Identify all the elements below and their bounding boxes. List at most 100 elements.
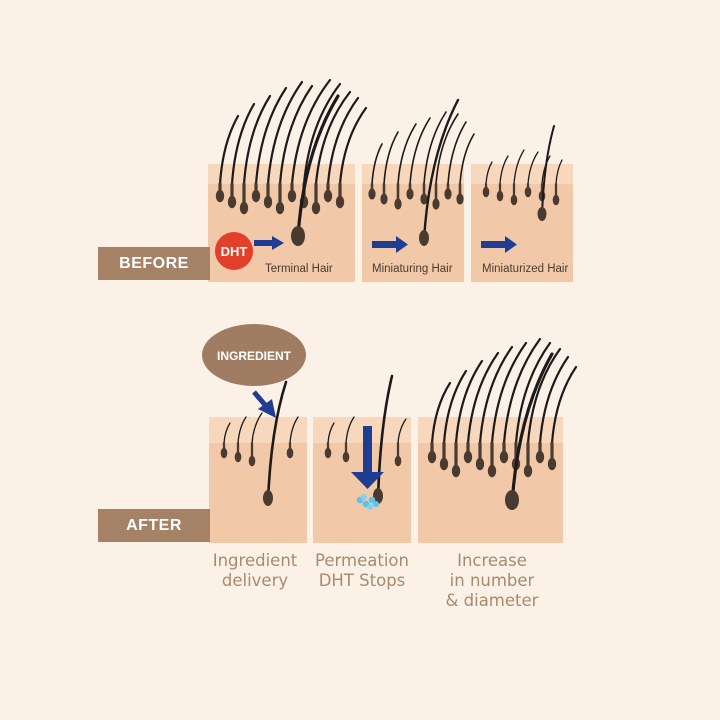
hair-follicle	[456, 193, 464, 205]
hair-follicle	[496, 190, 504, 202]
hair-strand	[251, 412, 263, 444]
hair-follicle	[311, 201, 321, 215]
hair-follicle	[432, 198, 440, 210]
hair-strand	[435, 113, 459, 185]
serum-droplets-icon	[356, 494, 379, 510]
arrow-right-icon	[372, 236, 408, 253]
hair-follicle	[394, 455, 402, 467]
caption-line: DHT Stops	[318, 571, 406, 590]
hair-strand	[223, 422, 231, 444]
hair-strand	[326, 96, 360, 186]
hair-strand	[459, 133, 475, 185]
hair-follicle	[482, 186, 490, 198]
hair-follicle	[323, 189, 333, 203]
hair-strands	[215, 78, 578, 510]
hair-strand	[371, 143, 383, 185]
hair-follicle	[547, 457, 557, 471]
hair-follicle	[406, 188, 414, 200]
arrow-right-icon	[481, 236, 517, 253]
hair-strand	[383, 131, 399, 185]
hair-follicle	[234, 451, 242, 463]
caption-line: delivery	[221, 571, 289, 590]
caption-line: in number	[449, 571, 535, 590]
hair-strand	[266, 80, 304, 186]
hair-strand	[409, 117, 431, 185]
hair-follicle	[444, 188, 452, 200]
hair-follicle	[342, 451, 350, 463]
hair-follicle	[419, 230, 429, 246]
stage-label-miniaturing: Miniaturing Hair	[372, 263, 453, 275]
hair-follicle	[524, 186, 532, 198]
ingredient-bubble-label: INGREDIENT	[217, 349, 292, 363]
skin-block-miniaturized	[471, 164, 573, 282]
caption-increase: Increase in number & diameter	[431, 551, 553, 611]
hair-follicle	[380, 193, 388, 205]
hair-follicle	[505, 490, 519, 510]
hair-strand	[289, 416, 299, 444]
hair-follicle	[487, 464, 497, 478]
hair-follicle	[220, 447, 228, 459]
hair-follicle	[248, 455, 256, 467]
hair-strand	[466, 351, 500, 445]
hair-follicle	[394, 198, 402, 210]
hair-strand	[430, 381, 452, 445]
hair-follicle	[239, 201, 249, 215]
hair-strand	[485, 161, 493, 185]
hair-strand	[527, 151, 539, 185]
hair-strand	[296, 94, 340, 238]
hair-strand	[442, 369, 468, 445]
hair-follicle	[335, 195, 345, 209]
hair-strand	[397, 123, 417, 185]
hair-follicle	[263, 195, 273, 209]
after-skin-blocks	[209, 417, 563, 543]
hair-strand	[314, 90, 352, 186]
hair-strand	[338, 106, 368, 186]
hair-follicle	[552, 194, 560, 206]
hair-follicle	[537, 207, 547, 221]
arrow-down-icon	[351, 426, 384, 489]
after-label: AFTER	[98, 509, 210, 542]
hair-follicle	[263, 490, 273, 506]
hair-strand	[278, 84, 314, 186]
hair-strand	[302, 82, 342, 186]
before-label: BEFORE	[98, 247, 210, 280]
hair-strand	[499, 155, 509, 185]
hair-follicle	[463, 450, 473, 464]
hair-strand	[510, 352, 554, 506]
hair-strand	[514, 341, 552, 445]
hair-strand	[254, 86, 288, 186]
hair-strand	[490, 341, 528, 445]
hair-strand	[345, 416, 355, 444]
hair-follicle	[286, 447, 294, 459]
hair-follicle	[427, 450, 437, 464]
hair-follicle	[251, 189, 261, 203]
dht-badge-icon: DHT	[215, 232, 253, 270]
caption-permeation: Permeation DHT Stops	[303, 551, 421, 591]
hair-strand	[237, 416, 247, 444]
hair-strand	[555, 159, 563, 185]
hair-follicle	[291, 226, 305, 246]
hair-follicle	[324, 447, 332, 459]
hair-strand	[242, 94, 272, 186]
hair-follicle	[439, 457, 449, 471]
hair-strand	[230, 102, 256, 186]
hair-strand	[447, 121, 467, 185]
hair-follicle	[420, 193, 428, 205]
hair-strand	[218, 114, 240, 186]
hair-follicle	[227, 195, 237, 209]
hair-strand	[550, 365, 578, 445]
hair-strand	[538, 355, 570, 445]
hair-strand	[397, 418, 407, 444]
hair-strand	[541, 125, 555, 217]
stage-label-miniaturized: Miniaturized Hair	[482, 263, 568, 275]
hair-strand	[541, 155, 551, 185]
hair-follicle	[451, 464, 461, 478]
hair-strand	[502, 337, 542, 445]
hair-strand	[376, 374, 394, 502]
hair-strand	[454, 359, 484, 445]
hair-follicle	[368, 188, 376, 200]
caption-line: Permeation	[315, 551, 409, 570]
hair-follicle	[215, 189, 225, 203]
hair-follicle	[510, 194, 518, 206]
